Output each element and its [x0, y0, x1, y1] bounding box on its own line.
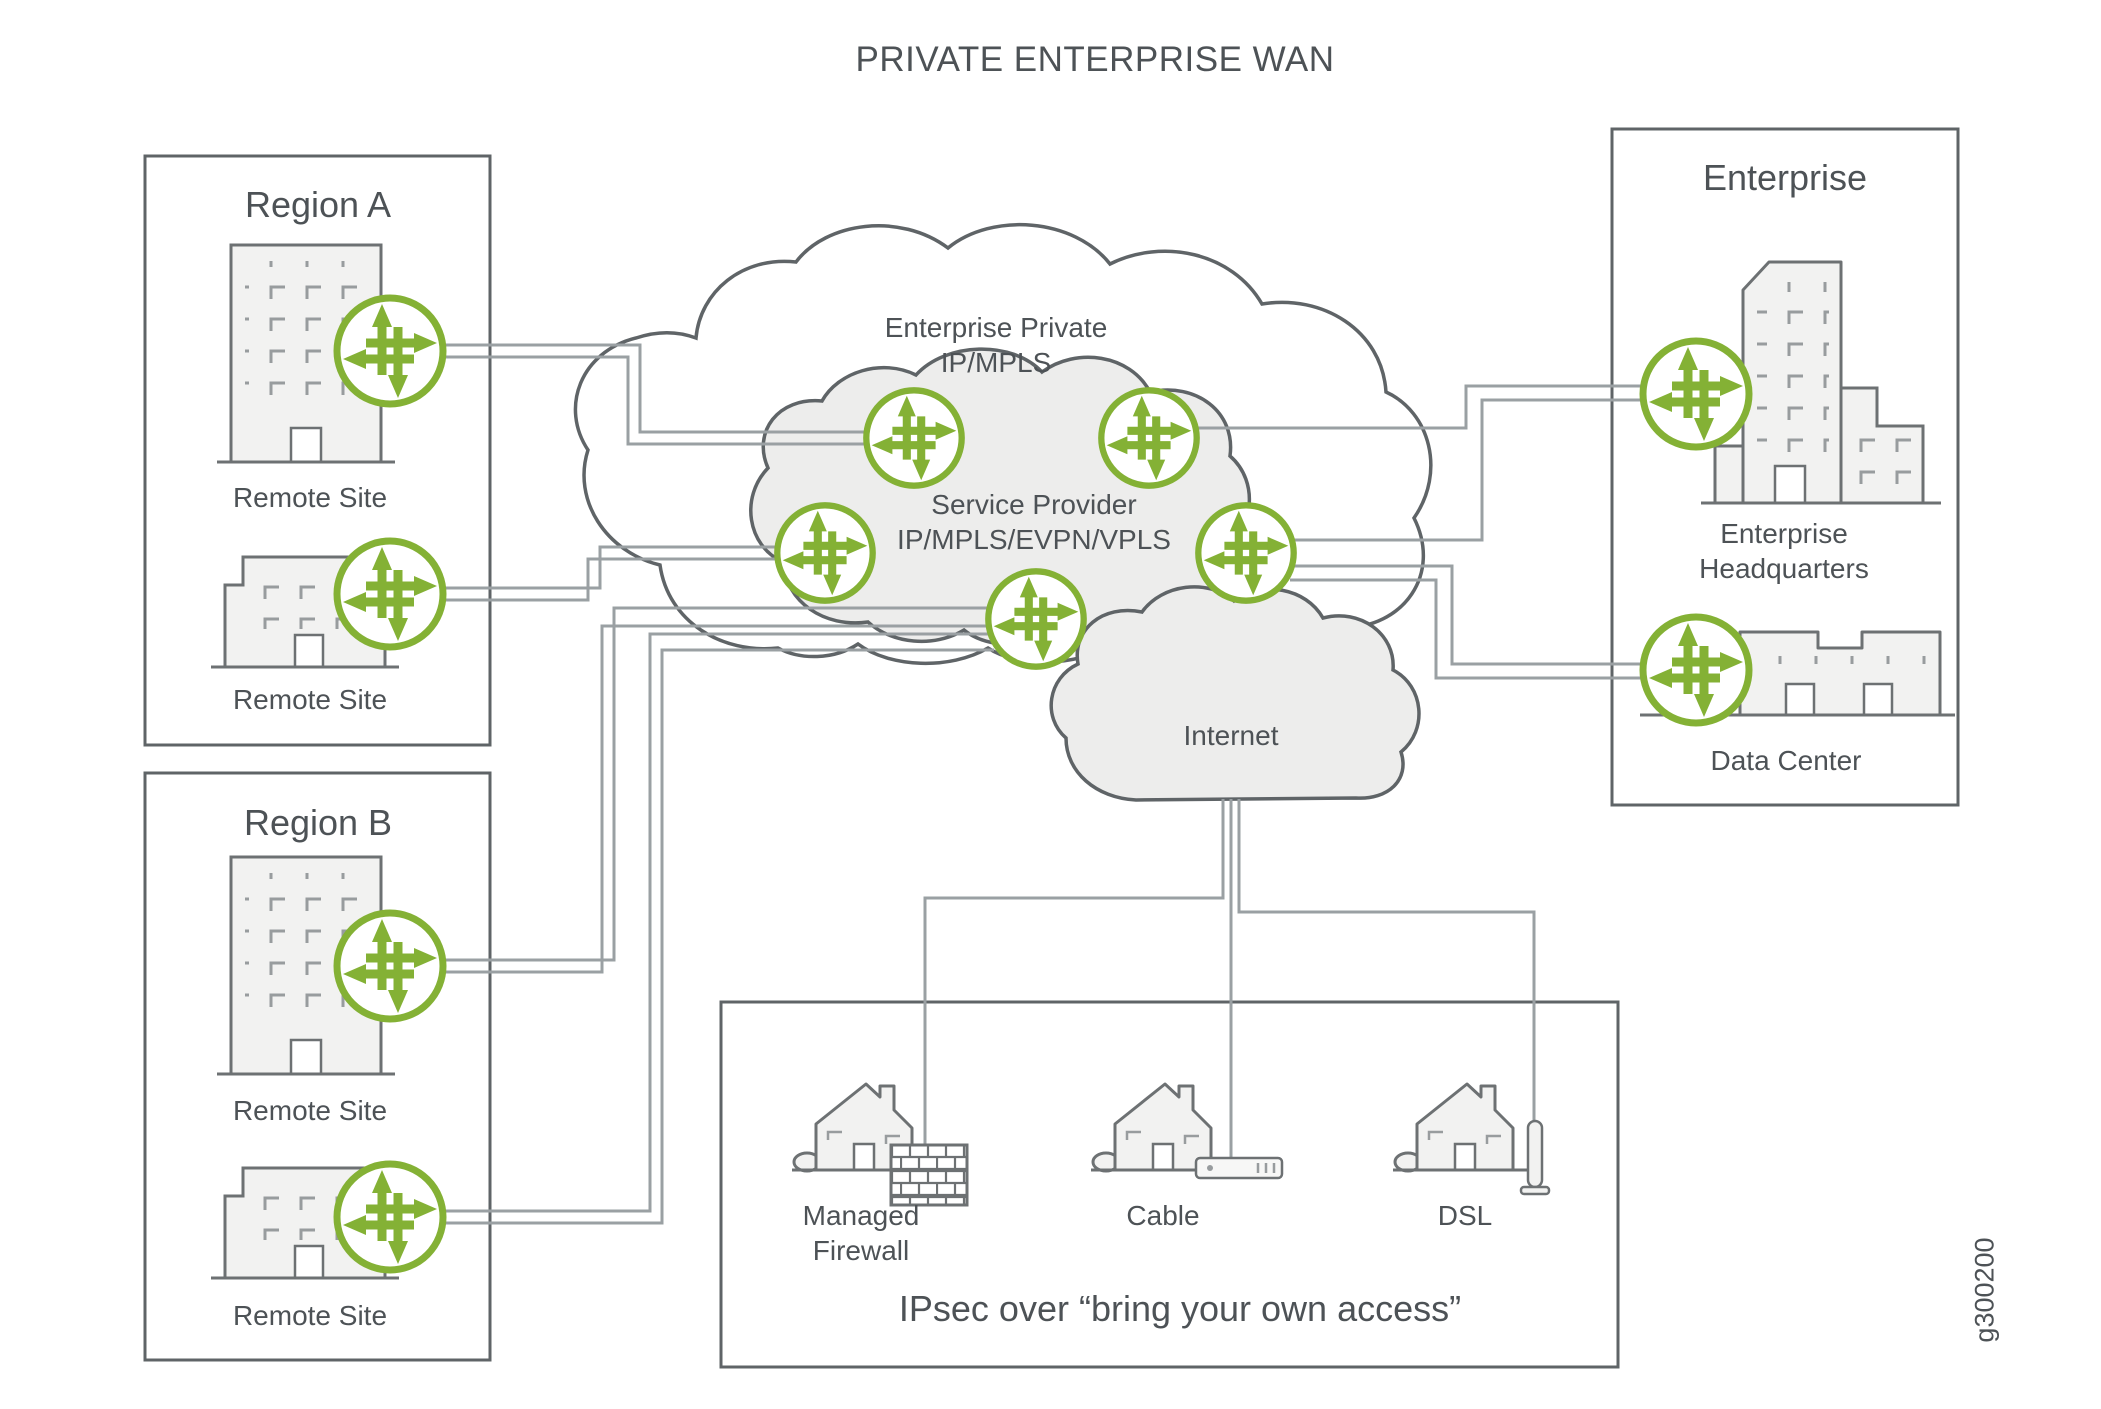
- service-provider-cloud-label: Service Provider IP/MPLS/EVPN/VPLS: [897, 489, 1171, 555]
- router-icon-cloud-top-right: [1101, 390, 1196, 485]
- figure-id-watermark: g300200: [1969, 1237, 2000, 1343]
- link-region-a-site2: [444, 545, 777, 602]
- router-icon-cloud-right: [1198, 505, 1293, 600]
- cable-label: Cable: [1126, 1200, 1200, 1231]
- router-icon-region-b1: [337, 913, 443, 1019]
- managed-firewall-label: Managed Firewall: [802, 1200, 920, 1266]
- link-region-a-site1: [444, 343, 868, 446]
- enterprise-private-cloud-label: Enterprise Private IP/MPLS: [884, 312, 1108, 378]
- router-icon-headquarters: [1643, 341, 1749, 447]
- region-b-site2-label: Remote Site: [232, 1300, 388, 1331]
- byoa-caption: IPsec over “bring your own access”: [898, 1288, 1462, 1329]
- link-region-b-site2: [444, 632, 994, 1225]
- internet-cloud-label: Internet: [1183, 720, 1279, 751]
- cable-modem-icon: [1194, 1156, 1284, 1180]
- region-a-site1-label: Remote Site: [232, 482, 388, 513]
- link-internet-access: [923, 799, 1536, 1160]
- headquarters-label: Enterprise Headquarters: [1699, 518, 1869, 584]
- router-icon-data-center: [1643, 617, 1749, 723]
- region-b-label: Region B: [243, 802, 393, 843]
- enterprise-hq-building: [1701, 260, 1941, 505]
- router-icon-region-a2: [337, 541, 443, 647]
- router-icon-region-b2: [337, 1164, 443, 1270]
- enterprise-label: Enterprise: [1702, 157, 1868, 198]
- byoa-box: [719, 1000, 1620, 1369]
- region-a-site2-label: Remote Site: [232, 684, 388, 715]
- link-region-b-site1: [444, 606, 988, 974]
- region-a-label: Region A: [244, 184, 392, 225]
- router-icon-cloud-bottom: [988, 571, 1083, 666]
- router-icon-cloud-top-left: [866, 390, 961, 485]
- page-title: PRIVATE ENTERPRISE WAN: [855, 40, 1335, 79]
- region-b-site1-label: Remote Site: [232, 1095, 388, 1126]
- dsl-label: DSL: [1437, 1200, 1493, 1231]
- router-icon-region-a1: [337, 298, 443, 404]
- firewall-icon: [889, 1143, 969, 1207]
- router-icon-cloud-left: [777, 505, 872, 600]
- dsl-modem-icon: [1519, 1119, 1551, 1196]
- data-center-label: Data Center: [1710, 745, 1862, 776]
- link-headquarters: [1195, 384, 1646, 542]
- link-data-center: [1290, 564, 1646, 680]
